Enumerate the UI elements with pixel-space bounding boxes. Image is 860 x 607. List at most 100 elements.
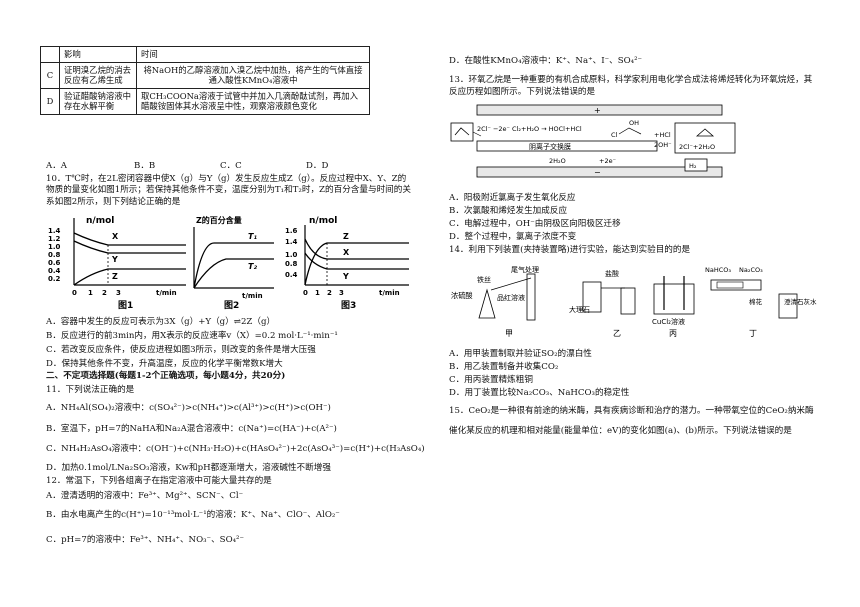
label-magenta: 品红溶液: [497, 293, 525, 302]
table-cell: 取CH₃COONa溶液于试管中并加入几滴酚酞试剂，再加入醋酸铵固体其水溶液呈中性…: [136, 87, 370, 115]
fig3-ylabel: n/mol: [309, 216, 337, 226]
q12-option-c: C．pH=7的溶液中：Fe³⁺、NH₄⁺、NO₃⁻、SO₄²⁻: [46, 535, 245, 545]
e2-label: +2e⁻: [599, 157, 616, 165]
q15-stem-line1: 15．CeO₂是一种很有前途的纳米酶，具有疾病诊断和治疗的潜力。一种带氧空位的C…: [449, 406, 814, 416]
fig1-tick: 0.6: [48, 259, 61, 267]
fig3-xlabel: t/min: [379, 289, 400, 297]
table-row: D 验证醋酸钠溶液中存在水解平衡 取CH₃COONa溶液于试管中并加入几滴酚酞试…: [40, 87, 370, 115]
fig1-xlabel: t/min: [156, 289, 177, 297]
fig3-caption: 图3: [341, 300, 356, 310]
apparatus-ding: NaHCO₃ Na₂CO₃ 棉花 澄清石灰水 丁: [705, 266, 817, 338]
product-label: 2Cl⁻+2H₂O: [679, 143, 715, 151]
q9-option-b: B．B: [134, 161, 156, 171]
q13-stem: 13．环氧乙烷是一种重要的有机合成原料，科学家利用电化学合成法将烯烃转化为环氧烷…: [449, 75, 813, 98]
fig1-label-x: X: [112, 232, 119, 241]
q13-option-a: A．阳极附近氯离子发生氧化反应: [449, 193, 576, 203]
q13-option-c: C．电解过程中，OH⁻由阴极区向阳极区迁移: [449, 219, 621, 229]
table-row: C 证明溴乙烷的消去反应有乙烯生成 将NaOH的乙醇溶液加入溴乙烷中加热，将产生…: [40, 61, 370, 89]
fig1-xtick: 0: [72, 289, 77, 297]
q11-stem: 11．下列说法正确的是: [46, 385, 135, 395]
q14-option-d: D．用丁装置比较Na₂CO₃、NaHCO₃的稳定性: [449, 388, 630, 398]
fig2-label-t2: T₂: [248, 262, 257, 271]
fig1-xtick: 2: [102, 289, 107, 297]
fig2-curve-t2: [193, 258, 274, 289]
fig2-xlabel: t/min: [242, 292, 263, 300]
label-iron-wire: 铁丝: [477, 275, 491, 284]
label-marble: 大理石: [569, 305, 590, 314]
q12-option-d: D．在酸性KMnO₄溶液中：K⁺、Na⁺、I⁻、SO₄²⁻: [449, 56, 643, 66]
fig1-caption: 图1: [118, 300, 133, 310]
fig3-label-x: X: [343, 248, 350, 257]
label-cotton: 棉花: [749, 297, 763, 306]
fig1-label-z: Z: [112, 272, 118, 281]
q14-option-a: A．用甲装置制取并验证SO₂的漂白性: [449, 349, 592, 359]
q10-option-a: A．容器中发生的反应可表示为3X（g）+Y（g）⇌2Z（g）: [46, 317, 276, 327]
label-na2co3: Na₂CO₃: [739, 266, 763, 274]
q11-option-d: D．加热0.1mol/LNa₂SO₃溶液，Kw和pH都逐渐增大，溶液碱性不断增强: [46, 463, 331, 473]
q10-stem: 10．T℃时，在2L密闭容器中使X（g）与Y（g）发生反应生成Z（g）。反应过程…: [46, 174, 411, 207]
fig1-tick: 0.8: [48, 251, 61, 259]
q10-option-c: C．若改变反应条件，使反应进程如图3所示，则改变的条件是增大压强: [46, 345, 316, 355]
caption-ding: 丁: [749, 329, 757, 338]
fig1-tick: 0.2: [48, 275, 61, 283]
label-nahco3: NaHCO₃: [705, 266, 731, 274]
table-header-row: 影响 时间: [40, 46, 370, 63]
cl-label: Cl: [611, 131, 618, 139]
q14-option-b: B．用乙装置制备并收集CO₂: [449, 362, 559, 372]
table-cell: 将NaOH的乙醇溶液加入溴乙烷中加热，将产生的气体直接通入酸性KMnO₄溶液中: [136, 61, 370, 89]
membrane: [476, 140, 658, 152]
anode-sign: +: [594, 106, 601, 115]
fig1-curve-z: [73, 268, 186, 286]
fig1-label-y: Y: [111, 255, 118, 264]
svg-text:1.4: 1.4: [285, 238, 298, 246]
q10-option-d: D．保持其他条件不变，升高温度，反应的化学平衡常数K增大: [46, 359, 283, 369]
q9-option-c: C．C: [220, 161, 242, 171]
q11-option-c: C．NH₄H₂AsO₄溶液中：c(OH⁻)+c(NH₃·H₂O)+c(HAsO₄…: [46, 444, 425, 454]
label-cucl2: CuCl₂溶液: [652, 317, 685, 326]
svg-text:1.6: 1.6: [285, 227, 298, 235]
q14-apparatus: 浓硫酸 铁丝 尾气处理 品红溶液 甲 盐酸 大理石 乙 CuCl₂溶液 丙 Na…: [451, 265, 817, 338]
figure-1: n/mol 1.4 1.2 1.0 0.8 0.6 0.4 0.2 X Y Z …: [48, 216, 186, 310]
fig3-label-y: Y: [342, 272, 349, 281]
product-box: [674, 122, 736, 154]
table-cell: 证明溴乙烷的消去反应有乙烯生成: [59, 61, 137, 89]
fig2-title: Z的百分含量: [196, 215, 242, 225]
fig1-tick: 1.4: [48, 227, 61, 235]
fig3-curve-z: [304, 242, 409, 286]
caption-yi: 乙: [613, 329, 621, 338]
fig2-curve-t1: [193, 242, 274, 289]
svg-text:0.8: 0.8: [285, 260, 298, 268]
fig1-xtick: 3: [116, 289, 121, 297]
q10-option-b: B．反应进行的前3min内，用X表示的反应速率v（X）=0.2 mol·L⁻¹·…: [46, 331, 338, 341]
fig3-label-z: Z: [343, 232, 349, 241]
fig2-caption: 图2: [224, 300, 239, 310]
q14-stem: 14．利用下列装置(夹持装置略)进行实验，能达到实验目的的是: [449, 245, 691, 255]
fig1-curve-x: [73, 232, 186, 246]
h2o-label: 2H₂O: [549, 157, 566, 165]
apparatus-jia: 浓硫酸 铁丝 尾气处理 品红溶液 甲: [451, 265, 539, 338]
q13-diagram: + − 阴离子交换膜 2Cl⁻ −2e⁻ Cl₂+H₂O → HOCl+HCl …: [450, 104, 736, 178]
anode-equation: 2Cl⁻ −2e⁻ Cl₂+H₂O → HOCl+HCl: [477, 125, 582, 133]
h2-label: H₂: [689, 162, 697, 170]
svg-text:1: 1: [315, 289, 320, 297]
q12-stem: 12．常温下，下列各组离子在指定溶液中可能大量共存的是: [46, 476, 272, 486]
svg-text:3: 3: [339, 289, 344, 297]
label-hcl: 盐酸: [605, 269, 619, 278]
experiment-table: 影响 时间 C 证明溴乙烷的消去反应有乙烯生成 将NaOH的乙醇溶液加入溴乙烷中…: [40, 46, 370, 115]
hcl-label: +HCl: [654, 131, 671, 139]
fig1-tick: 1.0: [48, 243, 61, 251]
fig3-curve-x: [304, 238, 409, 260]
q14-option-c: C．用丙装置精炼粗铜: [449, 375, 533, 385]
label-conc-h2so4: 浓硫酸: [451, 291, 473, 300]
oh-label: OH: [629, 119, 639, 127]
table-cell-key: D: [40, 87, 60, 115]
q13-option-d: D．整个过程中，氯离子浓度不变: [449, 232, 577, 242]
table-header-cell: 影响: [59, 46, 137, 63]
label-tail-gas: 尾气处理: [511, 265, 539, 274]
apparatus-bing: CuCl₂溶液 丙: [652, 276, 695, 338]
alkene-box: [450, 122, 474, 142]
fig3-curve-y: [304, 252, 409, 270]
section-2-heading: 二、不定项选择题(每题1-2个正确选项，每小题4分，共20分): [46, 371, 286, 381]
oh2-label: 2OH⁻: [654, 141, 672, 149]
caption-jia: 甲: [505, 329, 513, 338]
